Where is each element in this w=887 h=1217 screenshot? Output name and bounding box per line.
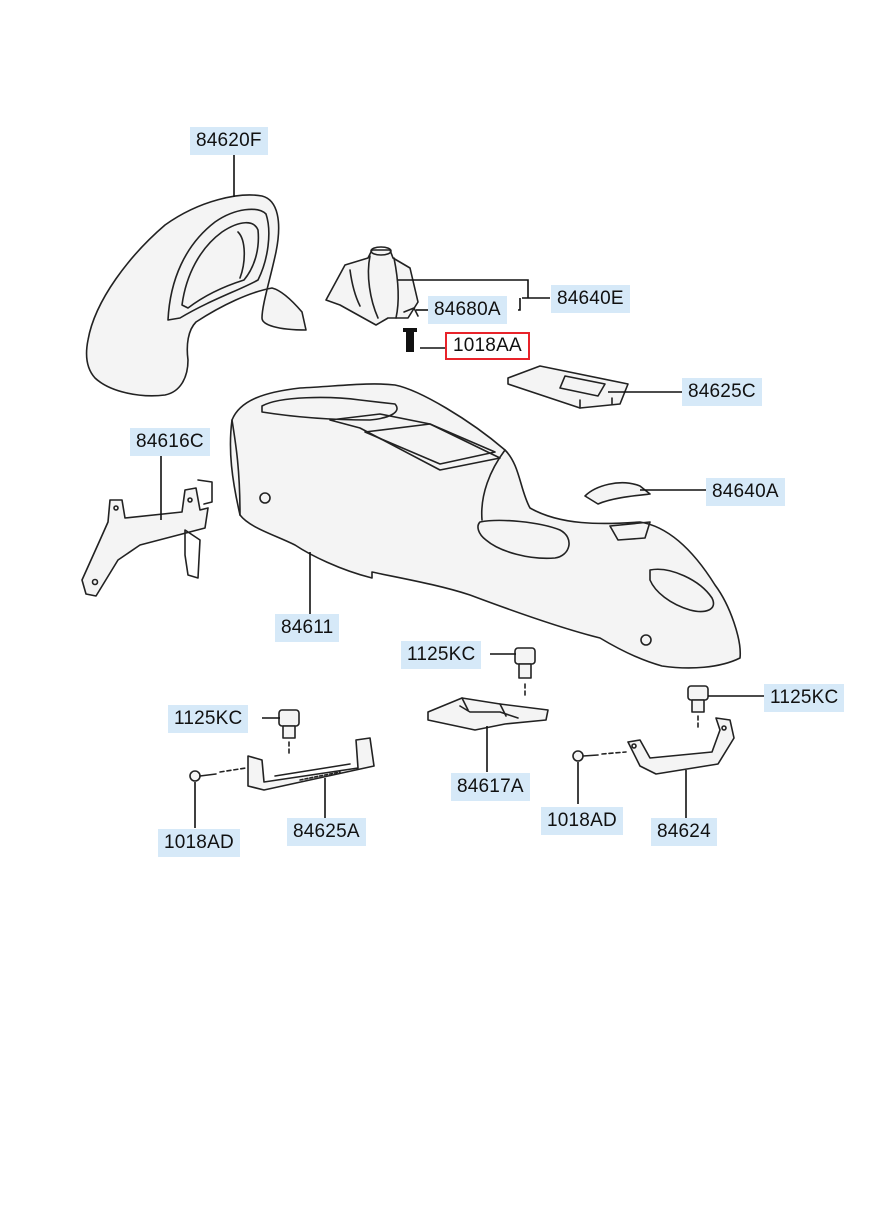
part-84611-console bbox=[229, 383, 741, 669]
callout-1125KC-left[interactable]: 1125KC bbox=[168, 705, 249, 733]
part-1018AD-right-screw bbox=[572, 750, 627, 762]
callout-84611[interactable]: 84611 bbox=[275, 614, 340, 642]
part-84640E-shift-boot bbox=[325, 246, 419, 326]
part-84617A-bracket bbox=[427, 697, 549, 731]
callout-1125KC-right[interactable]: 1125KC bbox=[764, 684, 845, 712]
part-1125KC-left-bolt bbox=[278, 709, 300, 757]
callout-84625A[interactable]: 84625A bbox=[287, 818, 366, 846]
part-1018AD-left-screw bbox=[189, 767, 247, 782]
part-84625C-cover bbox=[507, 365, 629, 409]
part-1125KC-center-bolt bbox=[514, 647, 536, 699]
part-84616C-bracket bbox=[81, 479, 213, 597]
part-84625A-bracket bbox=[247, 737, 375, 791]
callout-84617A[interactable]: 84617A bbox=[451, 773, 530, 801]
callout-84624[interactable]: 84624 bbox=[651, 818, 717, 846]
callout-1018AD-left[interactable]: 1018AD bbox=[158, 829, 240, 857]
callout-84625C[interactable]: 84625C bbox=[682, 378, 762, 406]
callout-1018AA[interactable]: 1018AA bbox=[445, 332, 530, 360]
part-84620F-hood bbox=[85, 194, 307, 397]
callout-84640E[interactable]: 84640E bbox=[551, 285, 630, 313]
callout-1125KC-center[interactable]: 1125KC bbox=[401, 641, 482, 669]
callout-84620F[interactable]: 84620F bbox=[190, 127, 268, 155]
callout-84616C[interactable]: 84616C bbox=[130, 428, 210, 456]
leader-lines bbox=[160, 154, 766, 828]
part-1125KC-right-bolt bbox=[687, 685, 709, 729]
callout-1018AD-right[interactable]: 1018AD bbox=[541, 807, 623, 835]
part-84640A-trim bbox=[584, 481, 651, 505]
part-1018AA-screw bbox=[403, 328, 417, 352]
callout-84680A[interactable]: 84680A bbox=[428, 296, 507, 324]
callout-84640A[interactable]: 84640A bbox=[706, 478, 785, 506]
part-84624-bracket bbox=[627, 717, 735, 775]
